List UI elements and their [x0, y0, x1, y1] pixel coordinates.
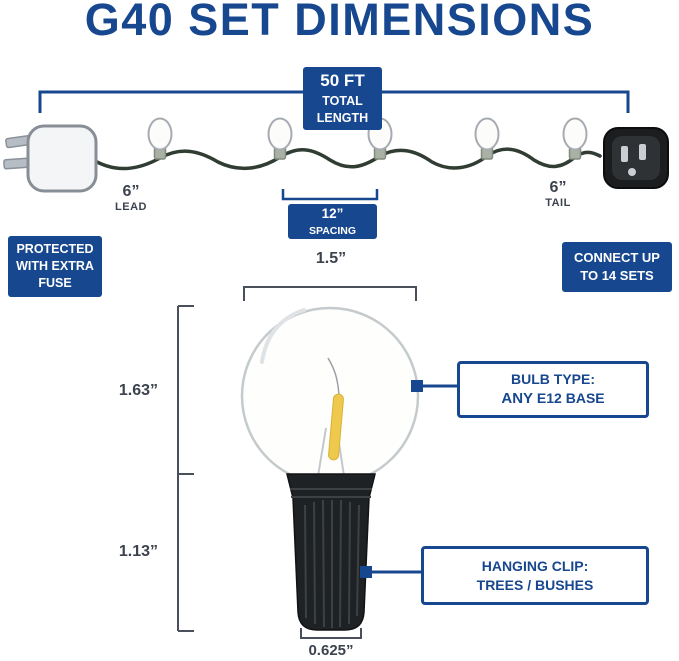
bulb-width-label: 1.5” [315, 250, 347, 267]
bulb-type-emphasis: ANY [501, 389, 534, 407]
base-width-bracket [300, 628, 362, 639]
string-bulb-icon [147, 117, 173, 160]
base-height-label: 1.13” [118, 543, 158, 560]
connector-icon [603, 127, 669, 189]
string-bulb-icon [562, 117, 588, 160]
spacing-bracket [281, 189, 379, 201]
height-dimension-line [177, 305, 194, 632]
led-filament [328, 393, 344, 461]
tail-text: TAIL [545, 197, 571, 210]
page-title: G40 SET DIMENSIONS [84, 0, 595, 45]
fuse-note-box: PROTECTED WITH EXTRA FUSE [8, 236, 102, 297]
string-bulb-icon [267, 117, 293, 160]
lead-text: LEAD [115, 201, 147, 214]
total-length-line2: TOTAL [322, 94, 363, 109]
tail-value: 6” [549, 179, 567, 196]
hanging-clip-line2: TREES / BUSHES [476, 576, 594, 593]
hanging-clip-box: HANGING CLIP: TREES / BUSHES [421, 546, 649, 605]
g40-bulb-icon [240, 306, 420, 631]
bulb-type-value: ANY E12 BASE [460, 389, 646, 409]
spacing-value: 12” [321, 206, 344, 222]
string-cord [88, 147, 602, 171]
spacing-box: 12” SPACING [288, 204, 377, 239]
socket-ribs [304, 499, 360, 628]
hanging-clip-callout-line [360, 566, 421, 578]
spacing-text: SPACING [308, 224, 357, 237]
string-bulb-icon [474, 117, 500, 160]
glass-height-label: 1.63” [118, 382, 158, 399]
base-width-label: 0.625” [308, 642, 354, 659]
connect-note-line2: TO 14 SETS [580, 268, 654, 283]
plug-icon [3, 124, 98, 193]
total-length-line3: LENGTH [316, 110, 369, 125]
socket-grooves [290, 488, 372, 498]
bulb-type-rest: E12 BASE [536, 389, 605, 406]
width-bracket [243, 286, 417, 301]
glass-highlight [260, 308, 306, 364]
tail-label: 6” TAIL [531, 179, 585, 210]
fuse-note-line3: FUSE [38, 275, 72, 290]
total-length-value: 50 FT [320, 71, 365, 91]
filament-wire [327, 357, 340, 397]
bulb-type-label: BULB TYPE: [511, 370, 595, 387]
bulb-type-callout-line [411, 380, 457, 392]
lead-value: 6” [122, 183, 140, 200]
fuse-note-line2: WITH EXTRA [16, 259, 94, 274]
total-length-box: 50 FT TOTAL LENGTH [303, 67, 382, 130]
connect-note-line1: CONNECT UP [574, 250, 660, 266]
bulb-type-box: BULB TYPE: ANY E12 BASE [457, 361, 649, 418]
connect-note-box: CONNECT UP TO 14 SETS [562, 242, 672, 292]
hanging-clip-line1: HANGING CLIP: [481, 557, 589, 574]
fuse-note-line1: PROTECTED [16, 242, 94, 257]
lead-label: 6” LEAD [100, 183, 162, 214]
